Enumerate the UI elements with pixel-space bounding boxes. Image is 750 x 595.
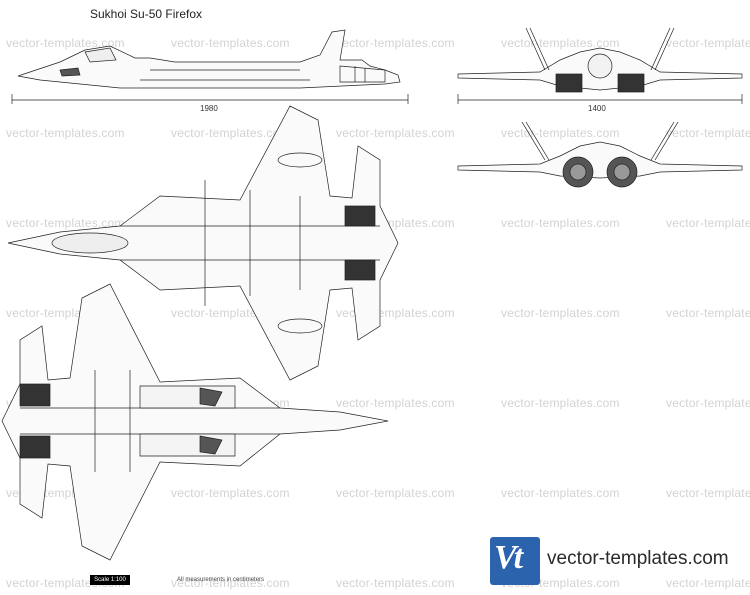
rear-view [457, 121, 743, 188]
measurements-note: All measurements in centimeters [177, 577, 265, 583]
logo-text: Vt [494, 539, 523, 576]
span-dimension: 1400 [588, 104, 606, 113]
drawing-title: Sukhoi Su-50 Firefox [90, 7, 203, 21]
brand-site-link[interactable]: vector-templates.com [547, 548, 729, 569]
side-view [11, 29, 409, 104]
top-view [7, 105, 399, 381]
scale-label: Scale 1:100 [90, 575, 130, 585]
length-dimension: 1980 [200, 104, 218, 113]
front-view [457, 27, 743, 104]
bottom-view [1, 283, 389, 561]
vt-logo-icon[interactable]: Vt [490, 537, 540, 585]
